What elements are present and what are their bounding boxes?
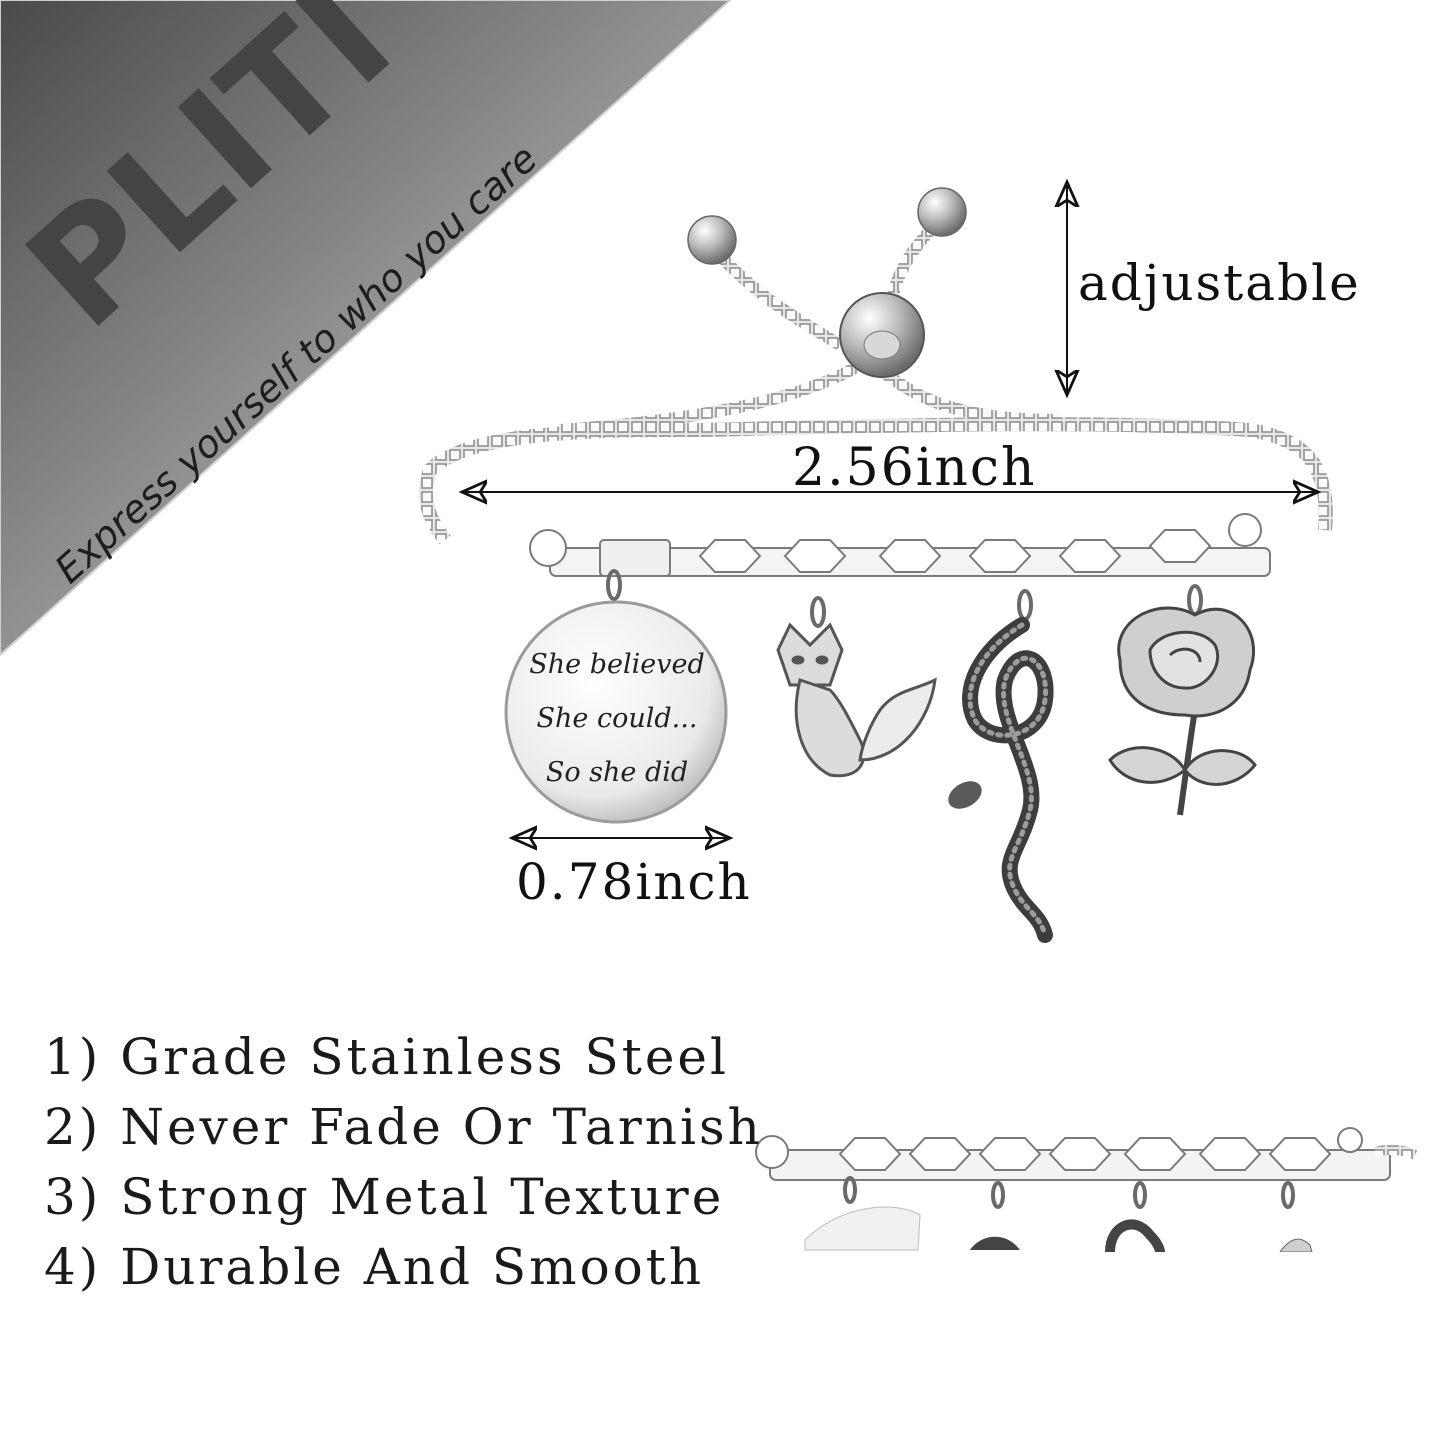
feature-item: 4) Durable And Smooth: [44, 1238, 705, 1296]
fox-charm-icon: [776, 622, 937, 778]
end-ball-right: [917, 187, 967, 237]
detail-link-row: [755, 1127, 1418, 1181]
tag-line: She believed: [529, 649, 705, 680]
rose-charm-icon: [1108, 606, 1257, 816]
round-tag-pendant: [504, 600, 728, 824]
tag-engraving: She believed She could... So she did: [512, 638, 722, 800]
feature-item: 3) Strong Metal Texture: [44, 1168, 725, 1226]
feature-item: 1) Grade Stainless Steel: [44, 1028, 730, 1086]
tag-line: She could...: [536, 703, 698, 734]
end-ball-left: [687, 215, 737, 265]
width-label: 2.56inch: [792, 438, 1037, 498]
pendant-size-label: 0.78inch: [516, 853, 752, 911]
feature-item: 2) Never Fade Or Tarnish: [44, 1098, 763, 1156]
adjustable-label: adjustable: [1078, 254, 1361, 312]
tag-line: So she did: [545, 757, 689, 788]
link-row: [529, 513, 1271, 577]
feature-list: 1) Grade Stainless Steel 2) Never Fade O…: [44, 1022, 763, 1302]
